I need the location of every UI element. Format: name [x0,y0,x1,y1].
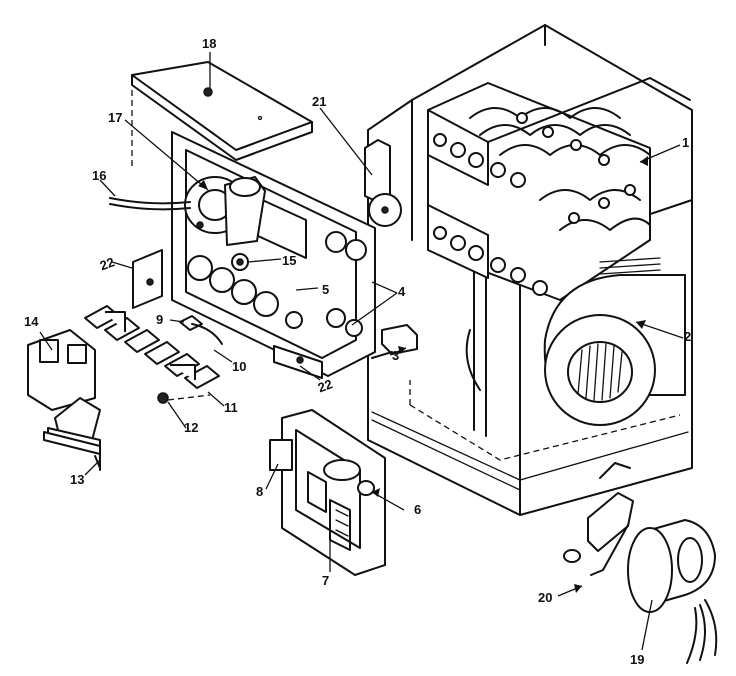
callout-11: 11 [224,400,238,415]
callout-9: 9 [156,312,163,327]
callout-16: 16 [92,168,106,183]
callout-arrowheads [198,156,648,593]
callout-6: 6 [414,502,421,517]
callout-4: 4 [398,284,406,299]
callout-15: 15 [282,253,296,268]
callout-1: 1 [682,135,689,150]
callout-22-left: 22 [98,254,117,273]
blower-assembly [465,274,686,426]
burner-row [84,305,220,389]
gas-valve [27,329,101,449]
heat-exchanger [427,77,691,301]
callout-14: 14 [24,314,39,329]
vent-hose [109,197,191,211]
callout-20: 20 [538,590,552,605]
callout-2: 2 [684,329,691,344]
igniter [179,315,223,345]
callout-17: 17 [108,110,122,125]
pressure-switch [231,253,249,271]
callout-21: 21 [312,94,326,109]
callout-18: 18 [202,36,216,51]
control-board [269,409,386,576]
callout-3: 3 [392,348,399,363]
callout-8: 8 [256,484,263,499]
callout-7: 7 [322,573,329,588]
callout-labels: 1 2 3 4 5 6 7 8 9 10 11 12 13 14 15 16 1… [24,36,691,667]
callout-13: 13 [70,472,84,487]
burner-bracket-left [132,249,163,309]
top-panel [131,61,313,170]
callout-19: 19 [630,652,644,667]
orifice [157,392,211,404]
limit-switch [371,324,418,359]
vent-pipe-bracket [364,139,402,227]
callout-12: 12 [184,420,198,435]
callout-5: 5 [322,282,329,297]
callout-22-right: 22 [316,376,335,395]
burner-panel [171,131,376,377]
inducer-blower [184,176,266,246]
burner-bracket-right [273,345,323,379]
callout-10: 10 [232,359,246,374]
blower-motor [563,462,718,664]
